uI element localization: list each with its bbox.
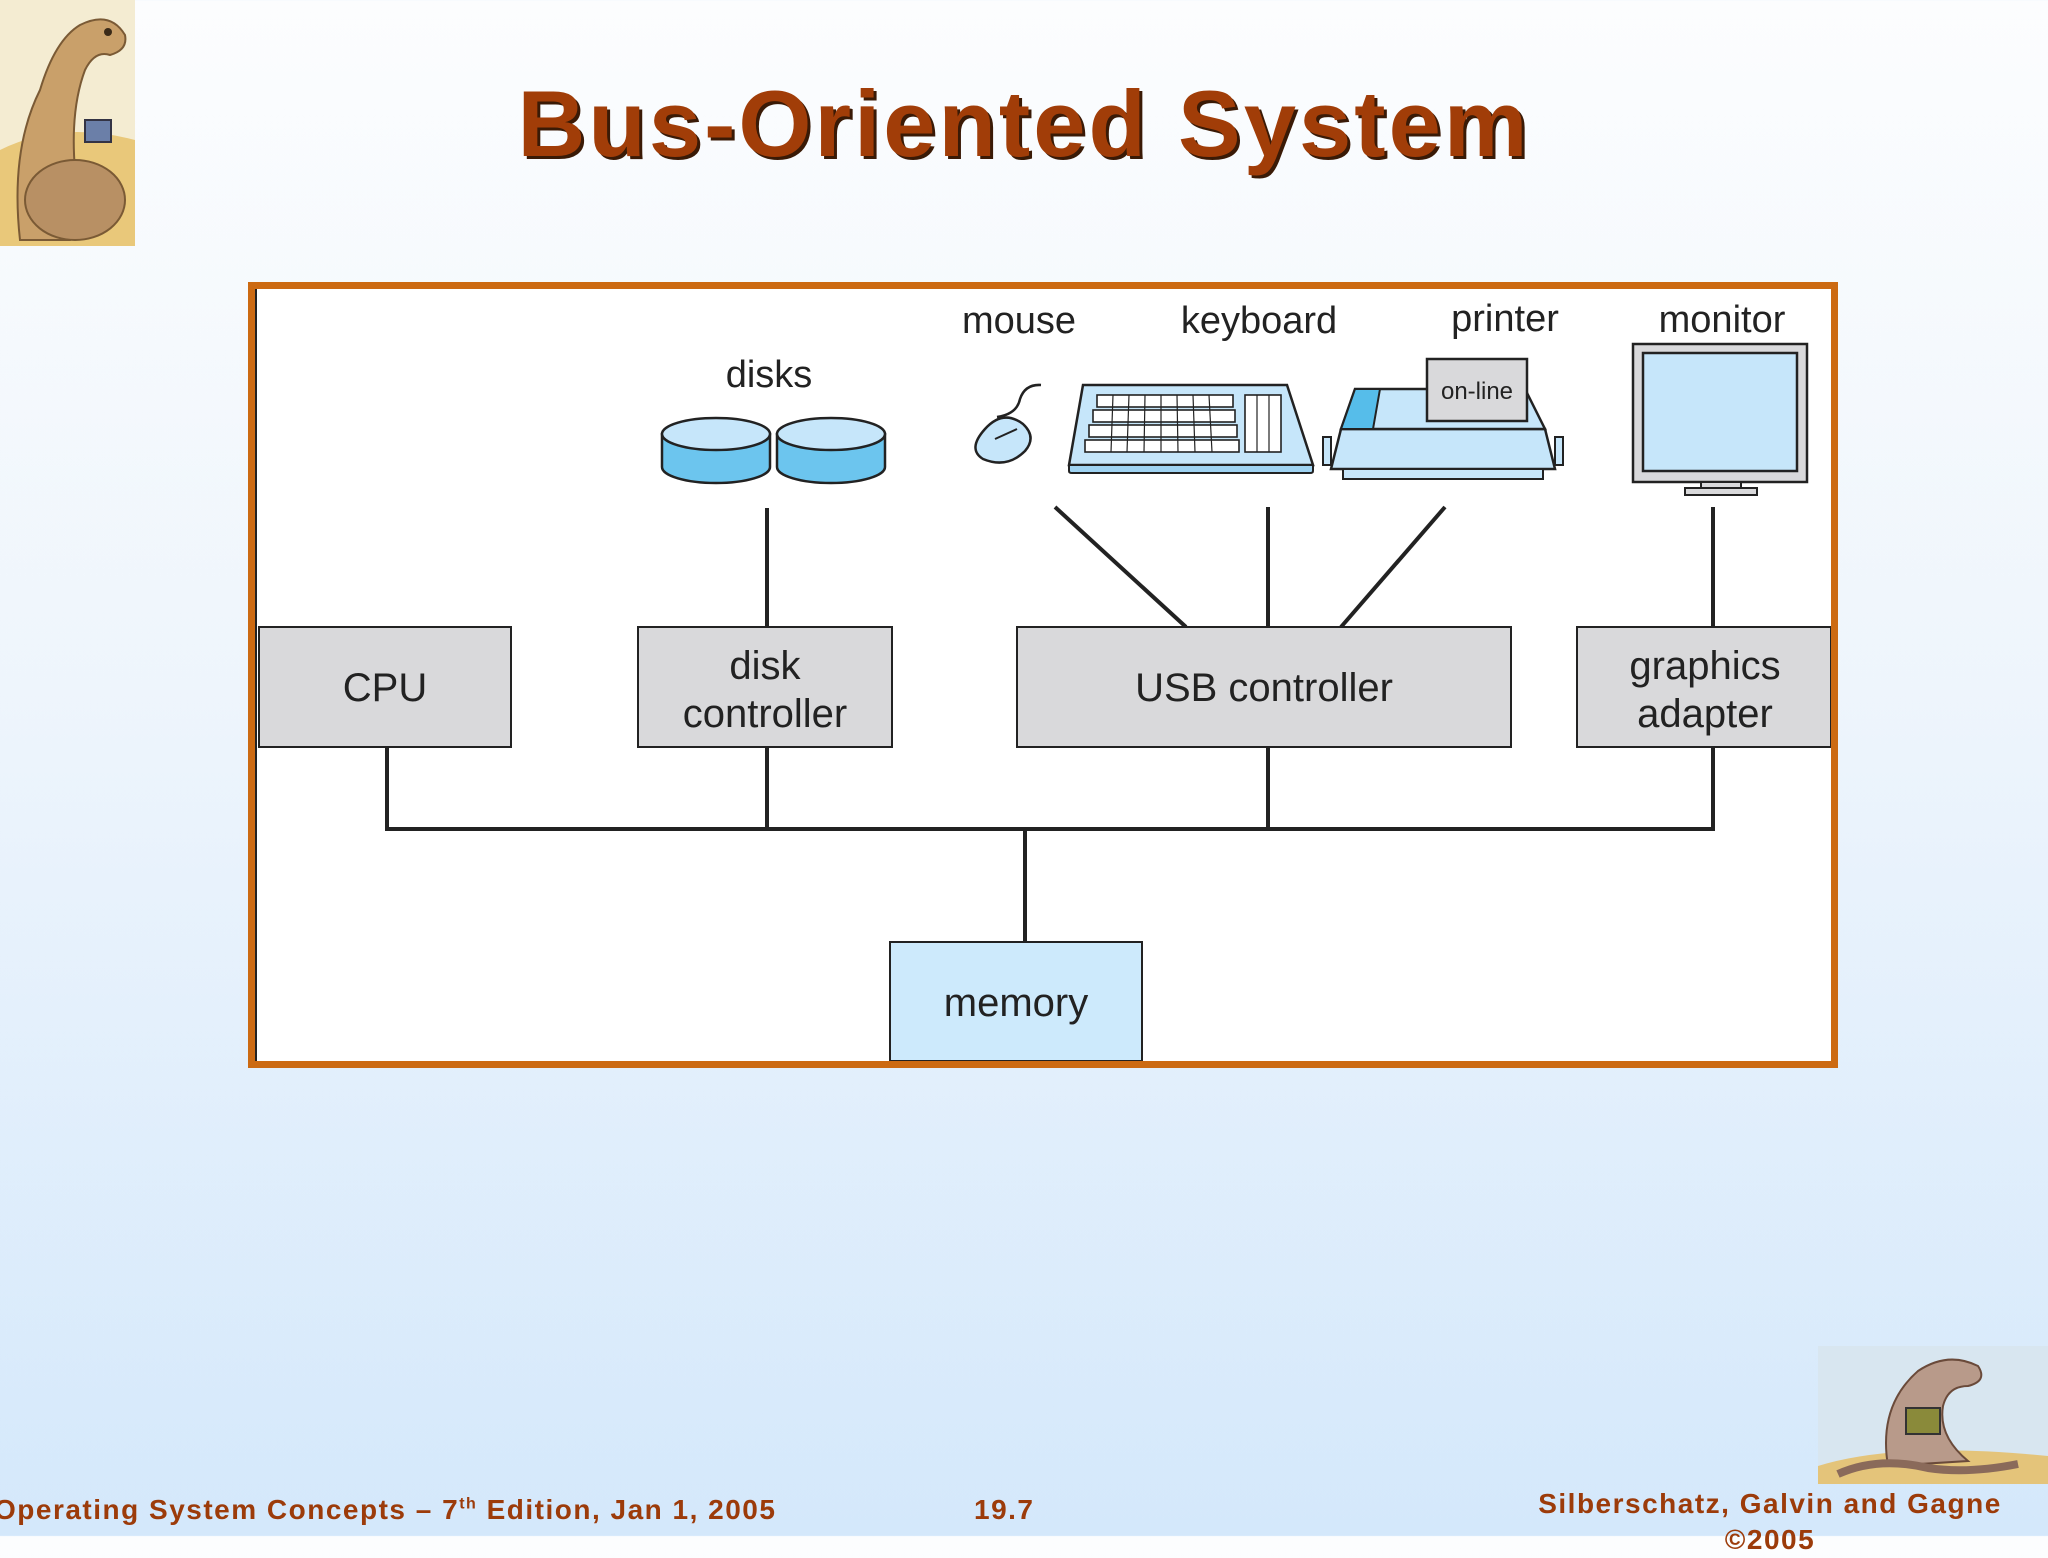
footer-book-rest: Edition, Jan 1, 2005 <box>477 1494 777 1525</box>
memory-label: memory <box>944 981 1088 1025</box>
bus-diagram: CPU disk controller USB controller graph… <box>255 289 1831 1061</box>
dinosaur-logo-bottom <box>1818 1346 2048 1484</box>
footer-authors: Silberschatz, Galvin and Gagne <box>1538 1488 2002 1519</box>
disk-controller-label-line2: controller <box>683 692 848 736</box>
printer-label: printer <box>1451 298 1559 340</box>
footer-copyright: ©2005 <box>1724 1524 1816 1555</box>
dinosaur-logo-top <box>0 0 135 246</box>
footer-book-sup: th <box>459 1495 478 1513</box>
memory-box: memory <box>889 941 1143 1061</box>
system-bus <box>385 505 1715 942</box>
graphics-adapter-box: graphics adapter <box>1576 626 1831 748</box>
diagram-frame: CPU disk controller USB controller graph… <box>248 282 1838 1068</box>
printer-online-label: on-line <box>1441 378 1513 405</box>
footer-page-number: 19.7 <box>974 1494 1035 1525</box>
mouse-icon <box>974 383 1042 464</box>
graphics-adapter-label-line1: graphics <box>1629 644 1780 688</box>
cpu-box: CPU <box>258 626 512 748</box>
mouse-label: mouse <box>962 300 1076 342</box>
usb-controller-box: USB controller <box>1016 626 1512 748</box>
footer-authors-block: Silberschatz, Galvin and Gagne ©2005 <box>1500 1486 2040 1558</box>
graphics-adapter-label-line2: adapter <box>1637 692 1773 736</box>
disks-icon <box>660 416 887 485</box>
keyboard-icon <box>1067 383 1315 474</box>
footer-book-title: Operating System Concepts – 7th Edition,… <box>0 1494 776 1526</box>
monitor-icon <box>1631 342 1809 496</box>
keyboard-label: keyboard <box>1181 300 1337 342</box>
disk-controller-box: disk controller <box>637 626 893 748</box>
printer-icon: on-line <box>1322 357 1564 480</box>
cpu-label: CPU <box>343 666 427 710</box>
disk-controller-label-line1: disk <box>729 644 801 688</box>
slide-title: Bus-Oriented System <box>517 71 1531 176</box>
usb-controller-label: USB controller <box>1135 666 1393 710</box>
monitor-label: monitor <box>1659 299 1786 341</box>
disks-label: disks <box>726 354 813 396</box>
footer-book-main: Operating System Concepts – 7 <box>0 1494 460 1525</box>
